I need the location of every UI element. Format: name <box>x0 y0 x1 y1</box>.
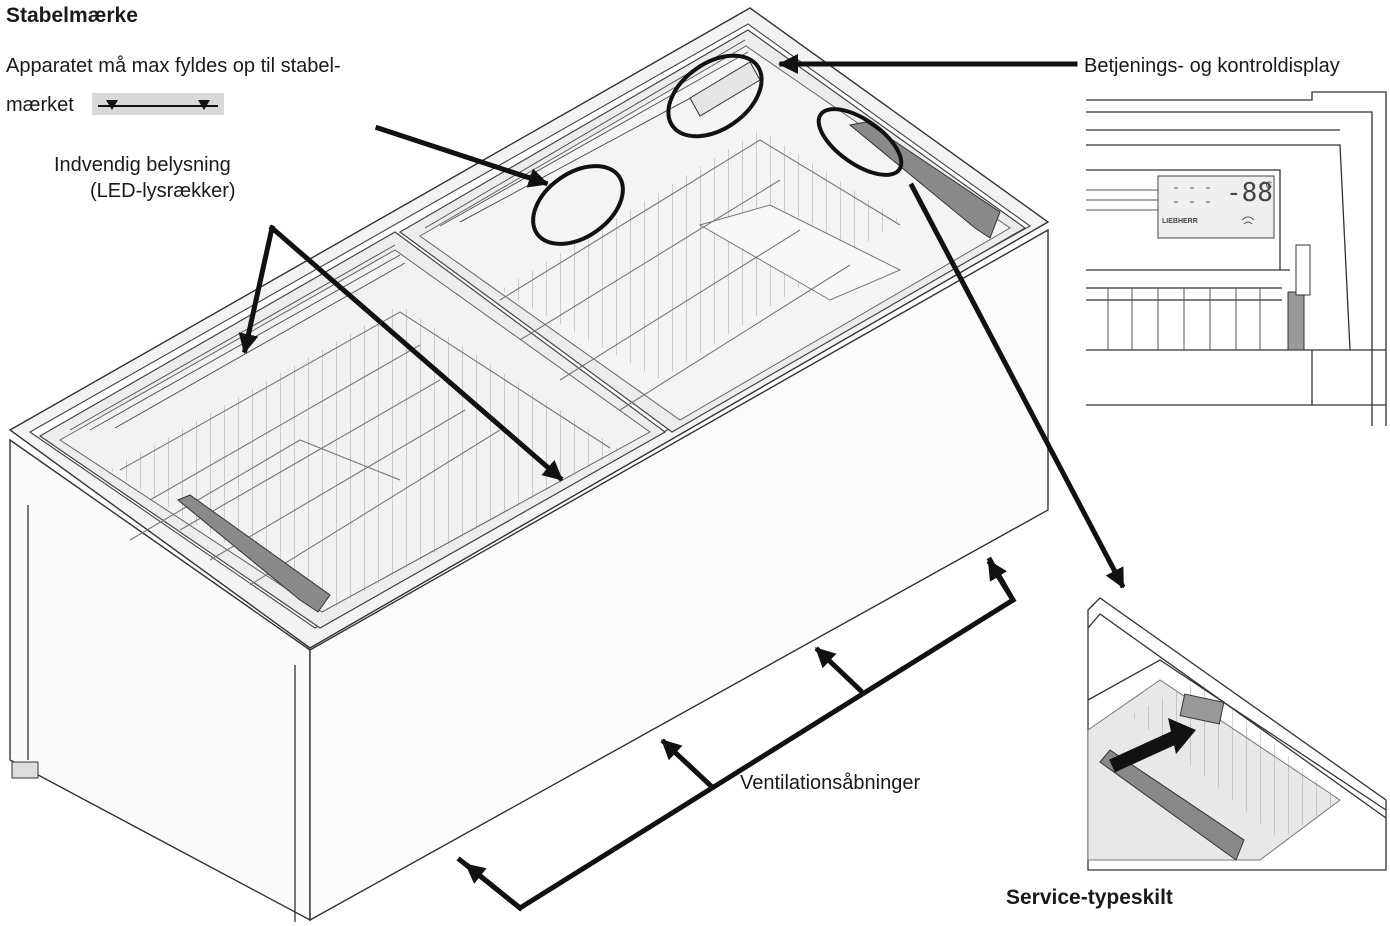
service-plate-label: Service-typeskilt <box>1006 886 1173 909</box>
stack-mark-text-line1: Apparatet må max fyldes op til stabel- <box>6 55 341 77</box>
right-compartment <box>398 29 1027 433</box>
lighting-callout-ring <box>531 164 625 246</box>
display-unit: °C <box>1262 180 1273 190</box>
lighting-label-line2: (LED-lysrækker) <box>90 180 236 202</box>
display-label: Betjenings- og kontroldisplay <box>1084 55 1340 77</box>
left-compartment <box>38 231 667 629</box>
ventilation-label: Ventilationsåbninger <box>740 772 921 794</box>
service-callout-ring <box>816 107 904 177</box>
display-inset <box>1086 91 1387 426</box>
service-inset <box>1087 597 1387 871</box>
display-brand: LIEBHERR <box>1162 218 1198 225</box>
display-digits: -88 <box>1226 178 1273 208</box>
stack-mark-text-line2: mærket <box>6 94 74 116</box>
ventilation-arrows <box>456 556 1017 912</box>
callout-arrows <box>238 54 1126 589</box>
stack-mark-heading: Stabelmærke <box>6 4 138 27</box>
stack-mark-icon <box>92 93 224 115</box>
lighting-label-line1: Indvendig belysning <box>54 154 231 176</box>
display-callout-ring <box>666 53 764 139</box>
